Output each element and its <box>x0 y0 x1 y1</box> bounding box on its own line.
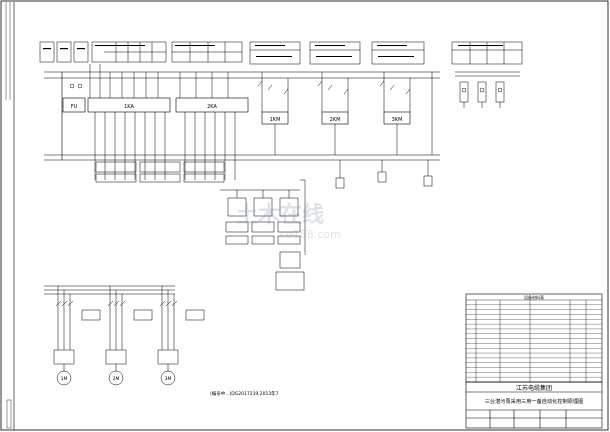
indicator-lamps <box>335 160 433 189</box>
level-switch-panel <box>455 71 520 108</box>
motor-2-label: 2M <box>113 376 120 382</box>
company-name: 江苏电缆集团 <box>516 384 552 392</box>
3km-label: 3KM <box>392 117 403 123</box>
2ka-label: 2KA <box>207 104 217 110</box>
bom-table <box>465 293 603 383</box>
bom-header: 设备材料表 <box>524 294 544 300</box>
top-label-boxes <box>39 41 523 65</box>
motor-1-label: 1M <box>61 376 68 382</box>
2km-label: 2KM <box>330 117 341 123</box>
1km-label: 1KM <box>270 117 281 123</box>
starter-blocks <box>220 179 306 291</box>
watermark-url: co188.com <box>280 228 341 241</box>
title-block <box>465 381 603 429</box>
footer-note: (编号中...)DG2017219,2013年7 <box>210 390 279 397</box>
control-wiring <box>89 64 433 180</box>
header-box-text-marks <box>43 45 503 57</box>
fu-label: FU <box>71 104 78 110</box>
motor-3-label: 3M <box>165 376 172 382</box>
terminal-strips <box>95 161 225 183</box>
fu-block <box>62 97 86 113</box>
bom-row-group <box>466 304 602 383</box>
watermark: 土木在线 co188.com <box>236 202 341 241</box>
main-power-circuits <box>44 285 205 386</box>
watermark-text: 土木在线 <box>236 202 324 228</box>
contact-symbols <box>69 80 411 95</box>
1ka-block <box>87 97 171 113</box>
1ka-label: 1KA <box>124 104 134 110</box>
drawing-title: 三台潜污泵采用三用一备自动化控制原理图 <box>485 397 584 405</box>
